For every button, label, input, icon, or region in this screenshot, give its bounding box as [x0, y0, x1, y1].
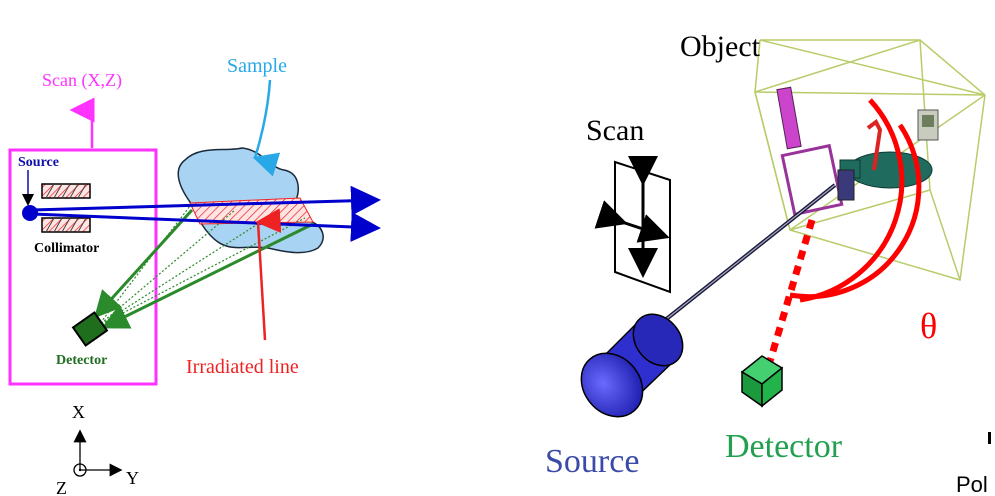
detector-cube	[740, 355, 784, 408]
collimator-hatch	[45, 183, 87, 233]
dark-block	[837, 169, 855, 201]
theta-arc	[799, 98, 905, 303]
source-cylinder	[580, 313, 684, 418]
beam-lower	[31, 211, 381, 242]
red-clip	[866, 118, 883, 171]
cut-off-text: Pol	[956, 472, 988, 496]
axis-x-label: X	[72, 402, 85, 422]
irradiated-label: Irradiated line	[186, 356, 299, 378]
inner-frame	[780, 143, 844, 217]
axis-z-label: Z	[56, 478, 67, 496]
scan-label: Scan	[586, 114, 644, 147]
theta-arc-main	[789, 123, 922, 300]
detector-label: Detector	[56, 353, 107, 368]
object-box	[754, 39, 986, 281]
detector-box	[71, 311, 109, 347]
collimator-label: Collimator	[34, 241, 99, 256]
axes-indicator	[73, 429, 123, 477]
left-diagram: Scan (X,Z) Sample Source Collimator	[8, 55, 381, 496]
source-beam-highlight	[639, 184, 836, 341]
green-arrow-2	[101, 222, 314, 329]
beam-upper	[31, 185, 381, 216]
detector-beam	[764, 219, 816, 369]
sample-label: Sample	[227, 55, 287, 77]
axis-y-label: Y	[126, 468, 139, 488]
magenta-slab	[776, 86, 802, 150]
source-label: Source	[18, 155, 59, 170]
source-label: Source	[545, 443, 639, 480]
green-arrow-1	[93, 208, 194, 319]
scan-label: Scan (X,Z)	[42, 70, 122, 91]
sample-arrow	[252, 79, 281, 177]
object-label: Object	[680, 30, 761, 63]
right-diagram: θ Scan Object Source Detector Pol	[545, 30, 991, 496]
scan-arrows	[594, 156, 670, 278]
scan-frame	[8, 148, 158, 386]
irradiated-pointer	[255, 208, 282, 341]
detector-label: Detector	[725, 428, 843, 465]
device-screen	[922, 115, 934, 127]
theta-label: θ	[920, 306, 937, 346]
cut-off-mark	[988, 432, 991, 444]
